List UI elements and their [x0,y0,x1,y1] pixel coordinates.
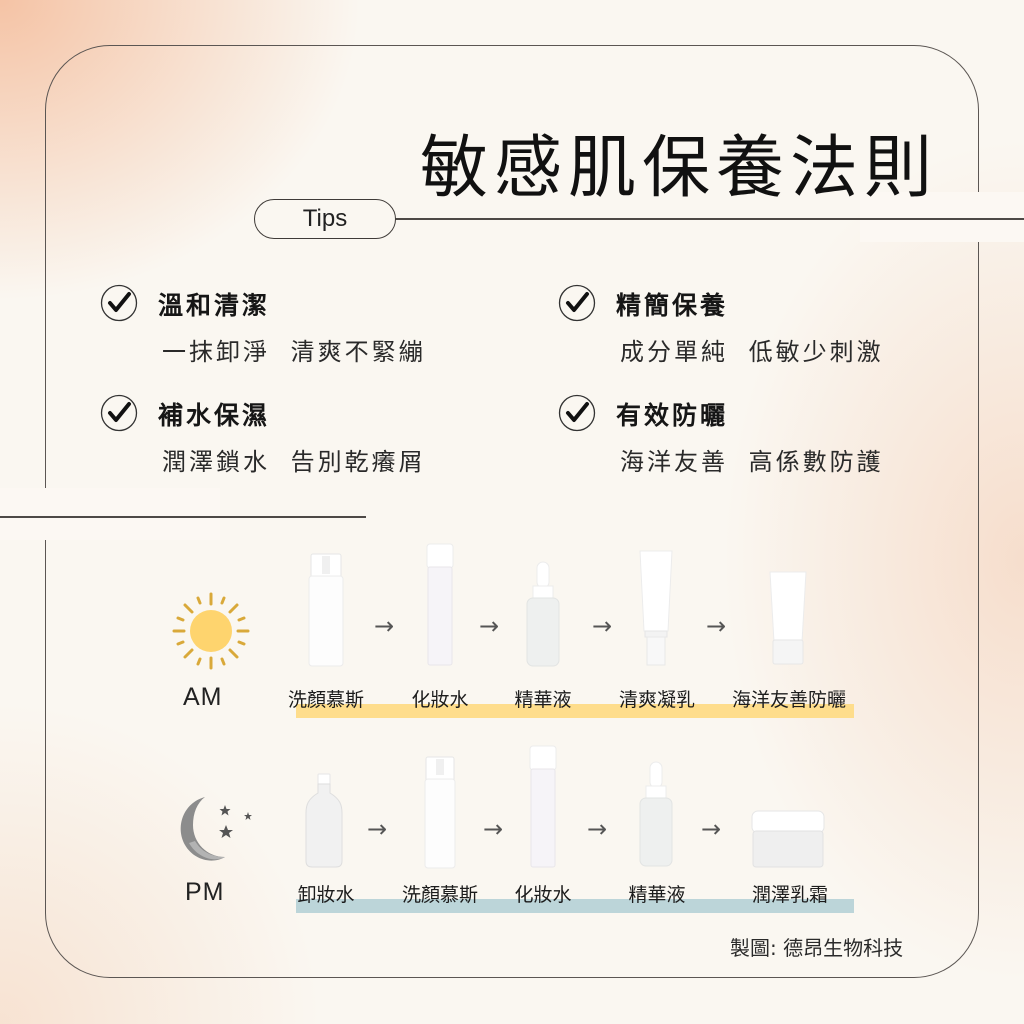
check-circle-icon [100,284,138,322]
credit-text: 製圖: 德昂生物科技 [730,936,904,960]
am-step-label: 清爽凝乳 [618,689,696,711]
arrow-icon: → [373,612,395,640]
tip-heading: 有效防曬 [616,401,729,430]
dropper-serum-bottle-image [525,560,561,668]
tip-description: 一抹卸淨 清爽不緊繃 [162,338,426,366]
pm-step-label: 化妝水 [514,884,572,906]
am-step-label: 化妝水 [411,689,469,711]
pm-highlight-bar [296,899,854,913]
tips-badge: Tips [254,199,396,239]
pm-step-label: 潤澤乳霜 [751,884,829,906]
am-step-label: 海洋友善防曬 [731,689,847,711]
am-highlight-bar [296,704,854,718]
frame-gap-left [0,488,220,540]
arrow-icon: → [482,815,504,843]
foam-pump-bottle-image [424,755,456,870]
tip-description: 成分單純 低敏少刺激 [620,338,884,366]
tip-description: 海洋友善 高係數防護 [620,448,884,476]
squeeze-tube-image [768,570,808,666]
pm-label: PM [185,878,225,906]
am-step-label: 精華液 [514,689,572,711]
arrow-icon: → [586,815,608,843]
arrow-icon: → [366,815,388,843]
tips-divider-line [395,218,1024,220]
check-circle-icon [558,394,596,432]
arrow-icon: → [591,612,613,640]
tip-heading: 溫和清潔 [158,291,271,320]
page-title: 敏感肌保養法則 [420,129,939,208]
pm-step-label: 卸妝水 [297,884,355,906]
dropper-serum-bottle-image [638,760,674,868]
am-label: AM [183,683,223,711]
cream-jar-image [750,809,826,869]
sun-icon [168,588,254,674]
tip-heading: 補水保濕 [158,401,271,430]
arrow-icon: → [478,612,500,640]
toner-bottle-image [528,745,558,869]
am-step-label: 洗顏慕斯 [287,689,365,711]
foam-pump-bottle-image [308,552,344,668]
tips-label: Tips [302,205,348,232]
check-circle-icon [558,284,596,322]
arrow-icon: → [705,612,727,640]
check-circle-icon [100,394,138,432]
moon-stars-icon [175,795,255,865]
pm-step-label: 洗顏慕斯 [401,884,479,906]
frame-gap-right [860,192,1024,242]
tip-heading: 精簡保養 [616,291,729,320]
pm-step-label: 精華液 [628,884,686,906]
clear-bottle-image [304,773,344,869]
arrow-icon: → [700,815,722,843]
pump-tube-image [638,549,674,667]
section-divider-line [0,516,366,518]
tip-description: 潤澤鎖水 告別乾癢屑 [162,448,426,476]
toner-bottle-image [425,543,455,667]
